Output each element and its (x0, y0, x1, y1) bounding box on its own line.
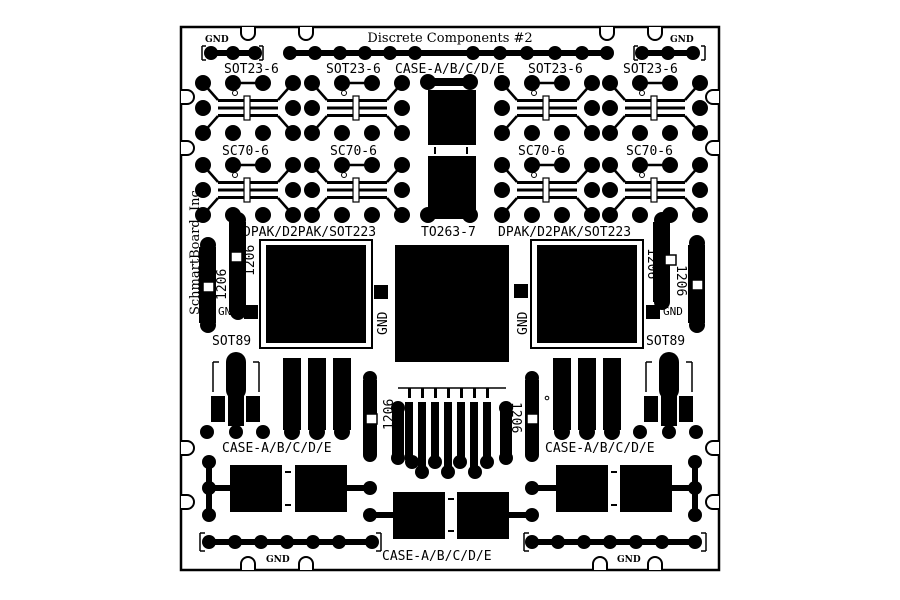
gnd-bus-top-right: GND (633, 35, 706, 61)
svg-text:SOT23-6: SOT23-6 (623, 62, 678, 77)
svg-text:CASE-A/B/C/D/E: CASE-A/B/C/D/E (395, 62, 505, 77)
sot23-footprints: SOT23-6 SOT23-6 SOT23-6 SOT23-6 (193, 62, 710, 143)
gnd-bus-bottom-left: GND (199, 532, 382, 565)
svg-text:GND: GND (376, 311, 391, 335)
svg-text:GND: GND (670, 35, 694, 45)
svg-text:CASE-A/B/C/D/E: CASE-A/B/C/D/E (545, 441, 655, 456)
sot89-right: CASE-A/B/C/D/E (544, 352, 703, 456)
svg-text:SOT89: SOT89 (212, 334, 251, 349)
dpak-footprint-left: DPAK/D2PAK/SOT223 GND (243, 225, 391, 349)
center-fanout: 1206 1206 (363, 371, 539, 479)
svg-text:1206: 1206 (673, 265, 688, 296)
svg-text:SOT23-6: SOT23-6 (224, 62, 279, 77)
sc70-footprints: SC70-6 SC70-6 SC70-6 SC70-6 (193, 144, 710, 225)
svg-text:SC70-6: SC70-6 (330, 144, 377, 159)
case-footprint-bottom-right (525, 455, 702, 522)
to263-footprint: TO263-7 (395, 225, 509, 362)
svg-text:TO263-7: TO263-7 (421, 225, 476, 240)
case-footprint-bottom-left (202, 455, 377, 522)
svg-text:DPAK/D2PAK/SOT223: DPAK/D2PAK/SOT223 (243, 225, 376, 240)
svg-text:GND: GND (218, 305, 238, 318)
svg-text:SC70-6: SC70-6 (518, 144, 565, 159)
svg-text:GND: GND (617, 555, 641, 565)
svg-text:1206: 1206 (644, 248, 659, 279)
svg-text:GND: GND (205, 35, 229, 45)
svg-text:SOT89: SOT89 (646, 334, 685, 349)
case-footprint-top-center: CASE-A/B/C/D/E (395, 62, 505, 223)
dpak-footprint-right: DPAK/D2PAK/SOT223 GND (498, 225, 644, 349)
svg-text:SOT23-6: SOT23-6 (528, 62, 583, 77)
gnd-bus-bottom-right: GND (523, 532, 707, 565)
gnd-bus-top-left: GND (201, 35, 264, 61)
svg-text:DPAK/D2PAK/SOT223: DPAK/D2PAK/SOT223 (498, 225, 631, 240)
svg-text:CASE-A/B/C/D/E: CASE-A/B/C/D/E (222, 441, 332, 456)
svg-text:GND: GND (266, 555, 290, 565)
sot89-left: CASE-A/B/C/D/E (200, 352, 351, 456)
svg-text:CASE-A/B/C/D/E: CASE-A/B/C/D/E (382, 549, 492, 564)
svg-text:GND: GND (516, 311, 531, 335)
r1206-left: 1206 1206 GND SOT89 (199, 212, 258, 349)
board-title: Discrete Components #2 (367, 31, 532, 46)
svg-text:1206: 1206 (243, 245, 258, 276)
case-footprint-bottom-center: CASE-A/B/C/D/E (363, 492, 539, 564)
r1206-right: 1206 1206 GND SOT89 (644, 212, 705, 349)
svg-text:SC70-6: SC70-6 (626, 144, 673, 159)
top-bus (283, 46, 614, 60)
svg-text:SOT23-6: SOT23-6 (326, 62, 381, 77)
svg-text:SC70-6: SC70-6 (222, 144, 269, 159)
svg-text:GND: GND (663, 305, 683, 318)
svg-text:1206: 1206 (215, 269, 230, 300)
